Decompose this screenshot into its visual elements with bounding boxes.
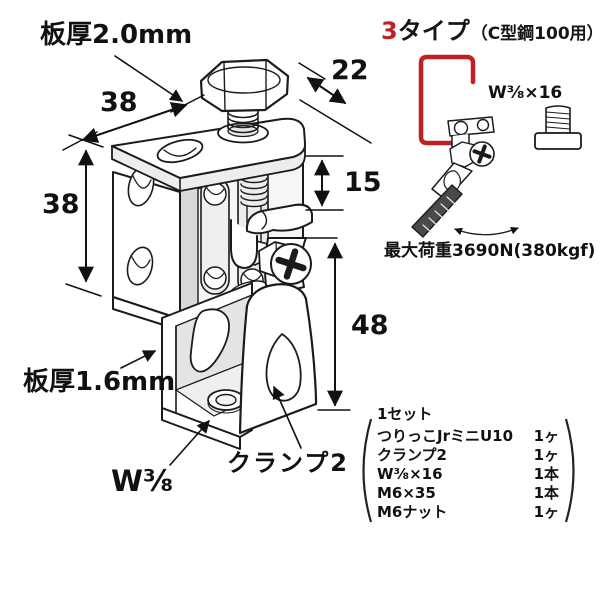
leader-thread-size [169, 420, 210, 466]
leader-plate-thickness-top [114, 55, 184, 102]
parts-list-row: クランプ2 1ヶ [377, 446, 559, 465]
channel-opening [179, 183, 199, 320]
phillips-cross [275, 248, 307, 280]
dim-label-top-width: 38 [100, 87, 138, 118]
front-oval-hole-bottom [126, 246, 154, 286]
paren-left [362, 418, 373, 523]
dim-top-depth-22 [298, 62, 372, 144]
parts-list: 1セット つりっこJrミニU10 1ヶ クランプ2 1ヶ W⅜×16 1本 M6… [377, 403, 559, 522]
bottom-ring-inner [215, 393, 237, 407]
label-clamp-part: クランプ2 [227, 449, 349, 477]
part-name: M6ナット [377, 503, 448, 521]
dim-label-clamp-height: 48 [351, 310, 389, 341]
part-qty: 1ヶ [533, 446, 559, 464]
dim-side-height-38 [65, 134, 104, 297]
variant-title-word: タイプ [397, 17, 470, 45]
parts-list-row: つりっこJrミニU10 1ヶ [377, 427, 559, 446]
bolt-illustration [534, 105, 582, 150]
label-thread-size: W⅜ [111, 464, 174, 498]
parts-list-row: W⅜×16 1本 [377, 465, 559, 484]
leader-plate-thickness-bottom [120, 350, 157, 369]
red-c-channel [418, 54, 476, 146]
dim-label-jaw-gap: 15 [344, 167, 382, 198]
dim-label-top-depth: 22 [331, 55, 369, 86]
part-name: つりっこJrミニU10 [377, 427, 514, 445]
dim-jaw-gap-15 [305, 155, 344, 211]
part-name: クランプ2 [377, 446, 447, 464]
parts-list-heading: 1セット [377, 405, 433, 423]
dim-top-width-38 [62, 94, 205, 151]
parts-list-row: M6ナット 1ヶ [377, 503, 559, 522]
label-plate-thickness-bottom: 板厚1.6mm [23, 367, 176, 397]
part-qty: 1ヶ [533, 427, 559, 445]
swing-arc [454, 227, 519, 236]
stirrup-teardrop-hole [189, 308, 230, 373]
clamp-teardrop-hole [265, 333, 302, 402]
main-product-drawing [111, 58, 318, 450]
dim-clamp-height-48 [296, 237, 351, 411]
dimension-lines [62, 55, 372, 466]
paren-right [564, 418, 575, 523]
parts-list-row: M6×35 1本 [377, 484, 559, 503]
variant-title-number: 3 [381, 17, 398, 45]
part-qty: 1ヶ [533, 503, 559, 521]
part-name: W⅜×16 [377, 465, 443, 483]
part-name: M6×35 [377, 484, 436, 502]
variant-title-note: （C型鋼100用） [470, 24, 600, 44]
leader-clamp-label [272, 385, 302, 449]
variant-illustration [411, 54, 582, 238]
parts-list-parens [362, 418, 575, 523]
dim-label-side-height: 38 [42, 189, 80, 220]
label-plate-thickness-top: 板厚2.0mm [40, 20, 193, 50]
mini-phillips-cross [472, 144, 492, 164]
mini-threaded-rod [411, 184, 463, 238]
part-qty: 1本 [533, 484, 559, 502]
label-variant-bolt: W⅜×16 [488, 83, 563, 103]
label-max-load: 最大荷重3690N(380kgf) [384, 241, 596, 261]
part-qty: 1本 [533, 465, 559, 483]
bolt-thread [227, 108, 259, 134]
